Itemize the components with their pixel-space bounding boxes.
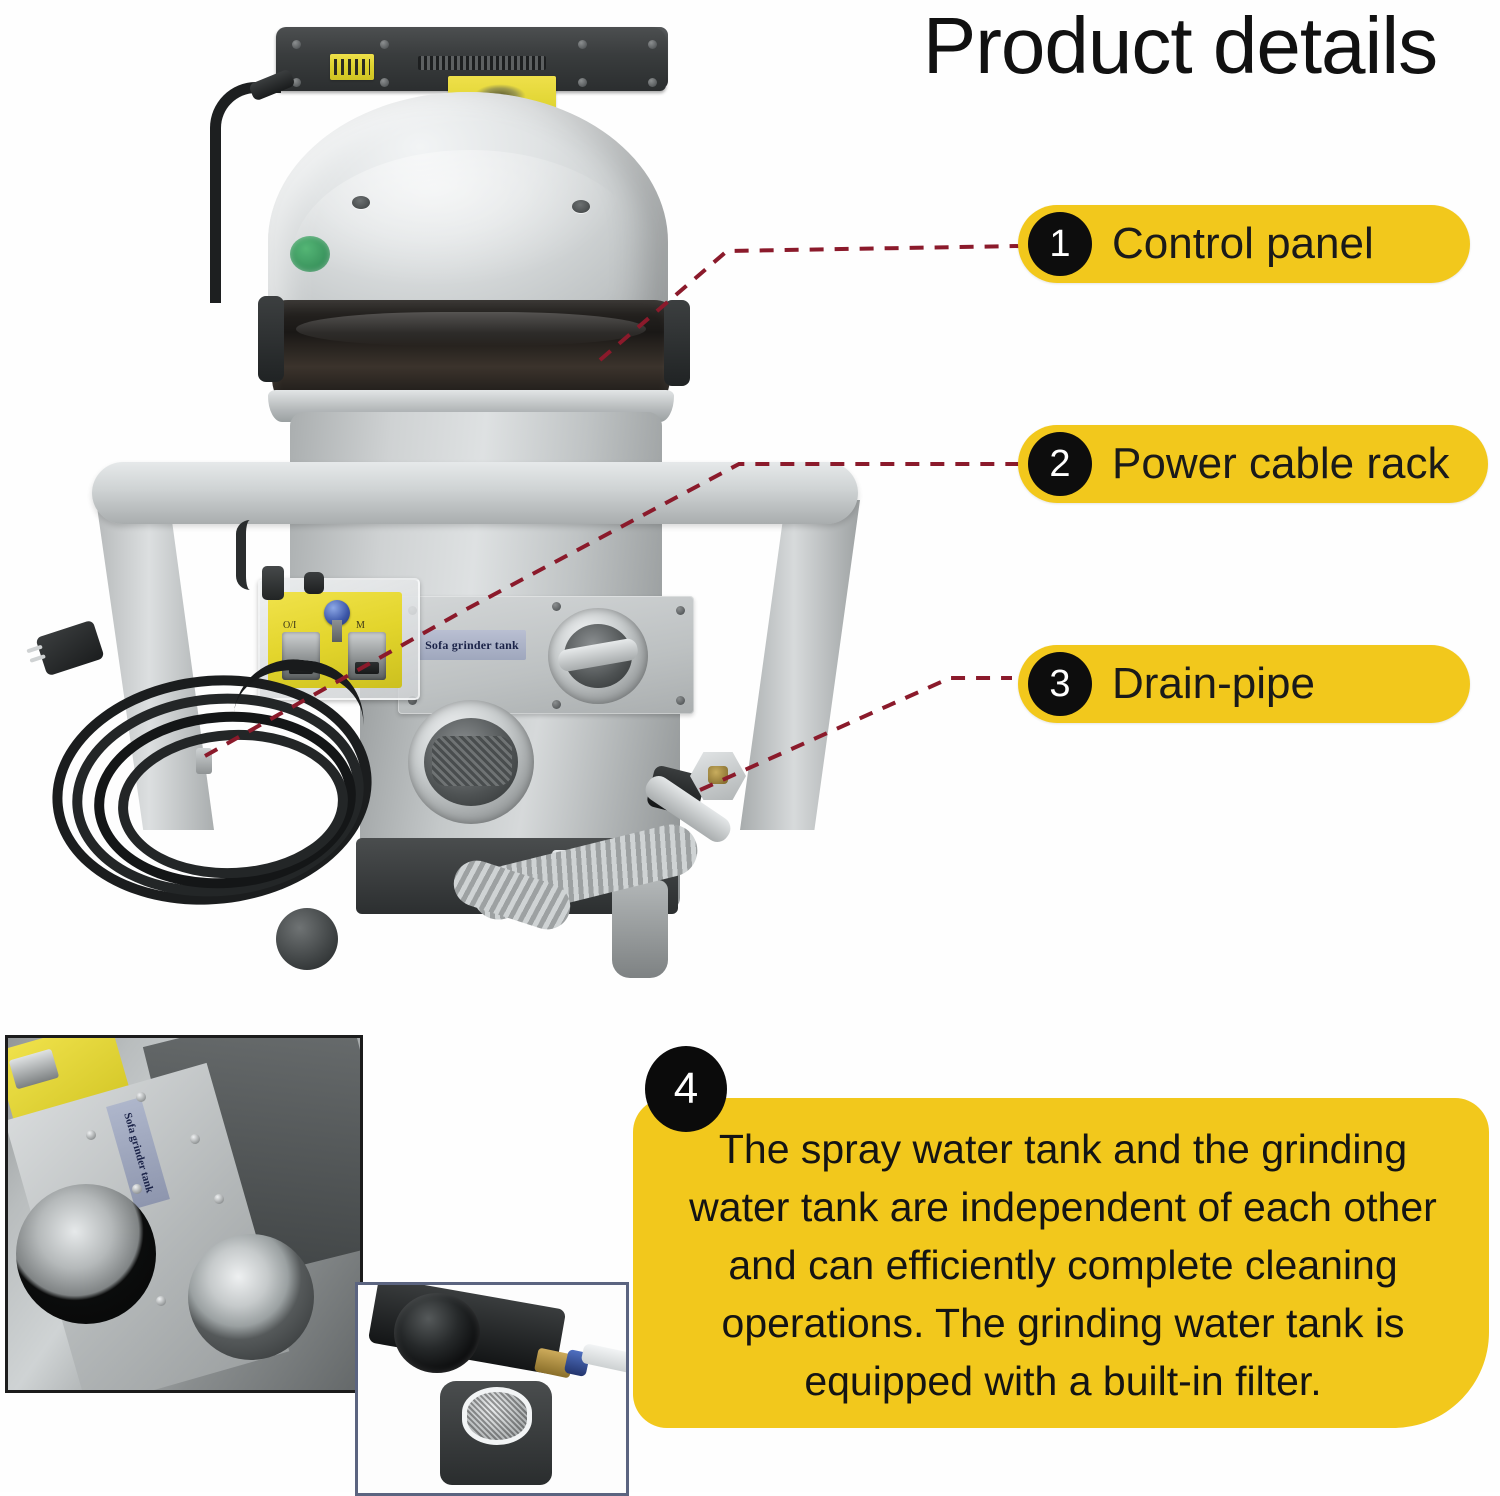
callout-badge-1: 1: [1028, 212, 1092, 276]
screw: [292, 78, 301, 87]
screw: [578, 78, 587, 87]
spray-tank-port: [548, 608, 648, 704]
inset-port-large: [16, 1184, 156, 1324]
wheel-left: [276, 908, 338, 970]
screw: [292, 40, 301, 49]
callout-badge-3: 3: [1028, 652, 1092, 716]
inset-tank-openings: Sofa grinder tank: [5, 1035, 363, 1393]
knob-stem: [332, 620, 342, 642]
dome-vent-hole: [572, 200, 590, 213]
tank-nameplate: Sofa grinder tank: [418, 630, 526, 660]
panel-plug-secondary: [304, 572, 324, 594]
screw: [552, 602, 561, 611]
inset-drain-fitting-filter: [355, 1282, 629, 1496]
frame-leg-right: [740, 500, 860, 830]
screw: [648, 78, 657, 87]
dome-vent-hole: [352, 196, 370, 209]
grinding-tank-port: [408, 700, 534, 824]
inset-white-hose: [580, 1342, 626, 1376]
push-handle-frame: [92, 462, 858, 524]
cable-hook: [196, 748, 212, 774]
inset-filter-housing: [440, 1381, 552, 1485]
power-cord-upper: [210, 82, 281, 303]
product-photo-main: Sofa grinder tank O/I M: [0, 0, 1010, 1010]
note-text: The spray water tank and the grinding wa…: [689, 1126, 1437, 1404]
note-box-4: The spray water tank and the grinding wa…: [633, 1098, 1489, 1428]
callout-label-1: Control panel: [1112, 219, 1374, 268]
screw: [380, 78, 389, 87]
switch-motor[interactable]: [348, 632, 386, 680]
panel-plug: [262, 566, 284, 600]
screw: [552, 700, 561, 709]
latch-left: [258, 296, 284, 382]
callout-control-panel[interactable]: 1 Control panel: [1018, 205, 1470, 283]
callout-drain-pipe[interactable]: 3 Drain-pipe: [1018, 645, 1470, 723]
vent-grill: [418, 56, 546, 70]
screw: [676, 696, 685, 705]
screw: [648, 40, 657, 49]
qc-sticker: [290, 236, 330, 272]
callout-label-3: Drain-pipe: [1112, 659, 1315, 708]
wheel-right: [612, 880, 668, 978]
power-plug: [26, 619, 105, 677]
callout-power-cable-rack[interactable]: 2 Power cable rack: [1018, 425, 1488, 503]
warning-label-small: [330, 54, 374, 80]
inset-pipe-mouth: [394, 1293, 480, 1373]
inset-filter-mesh: [462, 1387, 532, 1445]
collar-highlight: [296, 312, 646, 346]
latch-right: [664, 300, 690, 386]
page-title: Product details: [922, 1, 1438, 90]
inset-port-threaded: [188, 1234, 314, 1360]
screw: [676, 606, 685, 615]
screw: [578, 40, 587, 49]
note-badge-4: 4: [645, 1046, 727, 1132]
callout-label-2: Power cable rack: [1112, 439, 1450, 488]
screw: [380, 40, 389, 49]
callout-badge-2: 2: [1028, 432, 1092, 496]
